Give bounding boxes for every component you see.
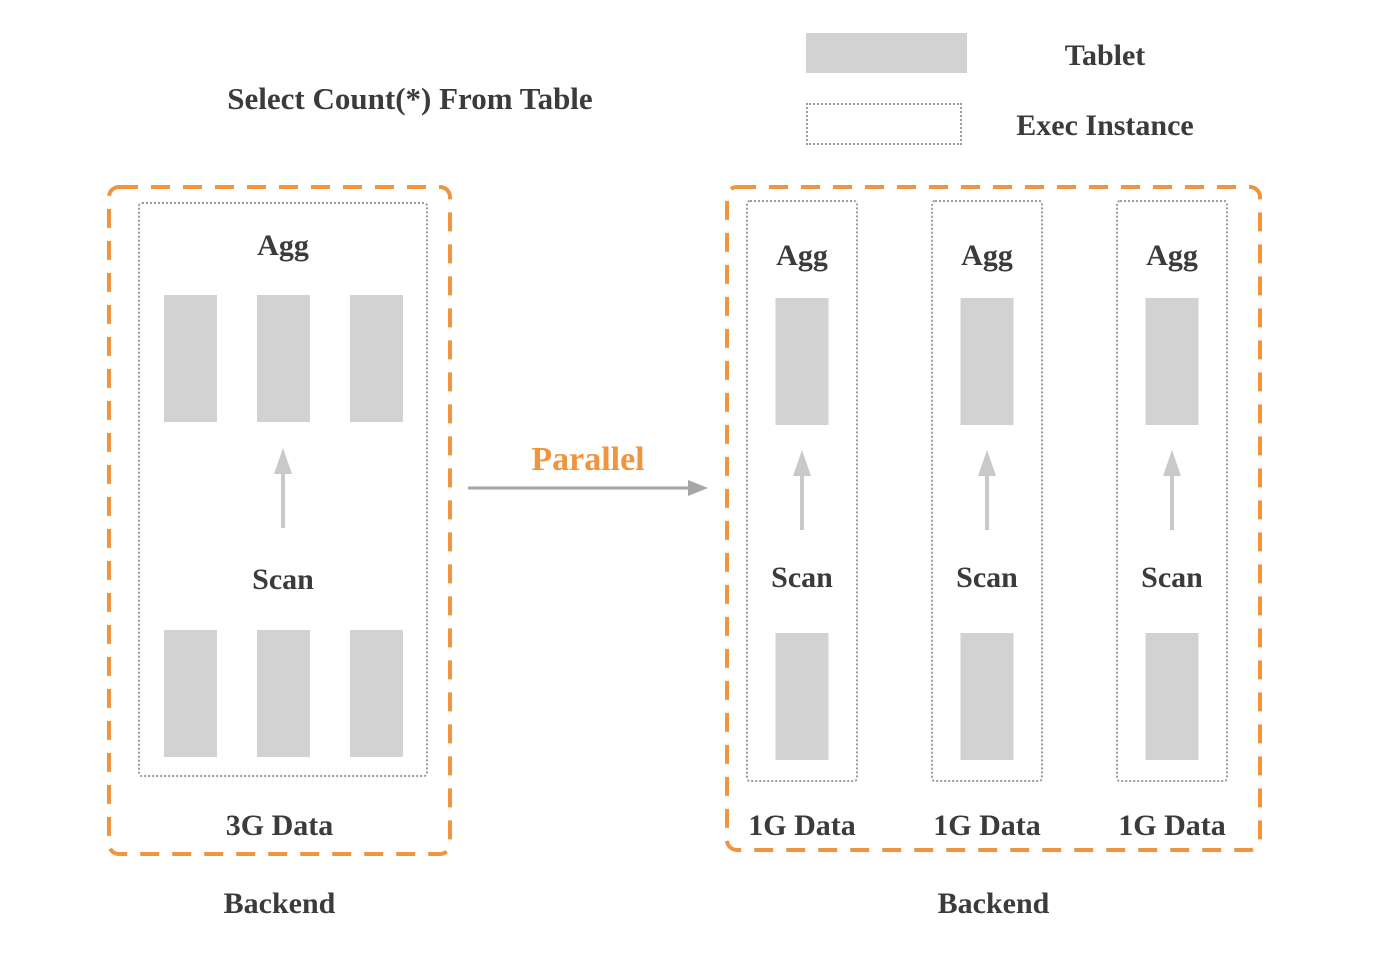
diagram-title: Select Count(*) From Table [227, 81, 593, 116]
right-data-size-label-3: 1G Data [1118, 809, 1226, 842]
tablet [349, 295, 403, 422]
right-agg-label-3: Agg [1146, 239, 1198, 272]
parallel-label: Parallel [531, 441, 645, 478]
left-backend-dashed-border [107, 185, 452, 856]
right-scan-label-1: Scan [771, 561, 833, 594]
left-scan-label: Scan [252, 563, 314, 596]
tablet [960, 298, 1014, 425]
left-data-size-label: 3G Data [225, 809, 334, 842]
right-up-arrow-icon-1 [793, 450, 811, 530]
right-data-size-label-2: 1G Data [933, 809, 1041, 842]
right-data-size-label-1: 1G Data [748, 809, 856, 842]
right-up-arrow-icon-2 [978, 450, 996, 530]
right-up-arrow-icon-3 [1163, 450, 1181, 530]
right-backend-dashed-border [725, 185, 1262, 852]
legend-tablet-label: Tablet [1064, 39, 1146, 72]
right-backend-box: Agg Scan Agg Scan Agg [725, 185, 1262, 852]
parallel-arrow-icon [468, 480, 708, 496]
left-backend-box: Agg Scan 3G Data [107, 185, 452, 856]
legend-tablet-swatch [806, 33, 967, 73]
left-scan-tablet-row [140, 630, 426, 757]
tablet [960, 633, 1014, 760]
right-exec-instance-box-1: Agg Scan [746, 200, 858, 782]
right-scan-label-2: Scan [956, 561, 1018, 594]
right-scan-label-3: Scan [1141, 561, 1203, 594]
tablet [1145, 298, 1199, 425]
left-agg-label: Agg [257, 229, 309, 262]
tablet [349, 630, 403, 757]
right-backend-label: Backend [937, 887, 1050, 920]
legend-exec-instance-label: Exec Instance [1016, 109, 1194, 142]
legend-exec-instance-swatch [806, 103, 962, 145]
right-agg-label-1: Agg [776, 239, 828, 272]
tablet [256, 630, 310, 757]
right-exec-instance-box-3: Agg Scan [1116, 200, 1228, 782]
right-agg-label-2: Agg [961, 239, 1013, 272]
tablet [775, 633, 829, 760]
tablet [775, 298, 829, 425]
tablet [163, 295, 217, 422]
left-up-arrow-icon [274, 448, 292, 528]
tablet [256, 295, 310, 422]
tablet [1145, 633, 1199, 760]
left-exec-instance-box: Agg Scan [138, 202, 428, 777]
right-exec-instance-box-2: Agg Scan [931, 200, 1043, 782]
left-agg-tablet-row [140, 295, 426, 422]
tablet [163, 630, 217, 757]
left-backend-label: Backend [223, 887, 336, 920]
